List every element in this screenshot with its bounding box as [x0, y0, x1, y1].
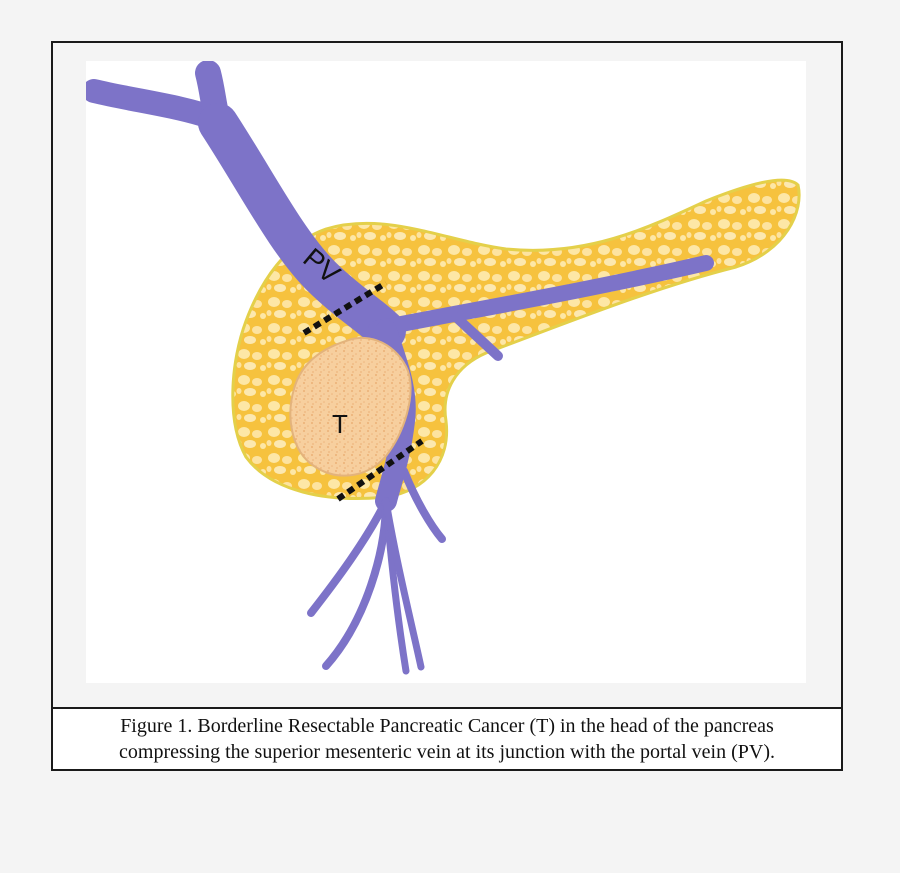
- label-tumor: T: [332, 409, 348, 439]
- splenic-vein: [368, 255, 714, 337]
- pancreas-illustration: PV T: [86, 61, 806, 683]
- caption-line-2: compressing the superior mesenteric vein…: [119, 741, 775, 763]
- upper-resection-line: [302, 280, 388, 336]
- caption-line-1: Figure 1. Borderline Resectable Pancreat…: [120, 715, 774, 737]
- left-portal-branch: [86, 79, 228, 131]
- smv-branch-5: [400, 467, 446, 543]
- figure-caption: Figure 1. Borderline Resectable Pancreat…: [53, 707, 841, 769]
- pancreas-diagram: PV T: [86, 61, 801, 675]
- smv-branch-1: [307, 497, 390, 617]
- portal-vein: [198, 103, 406, 351]
- figure-frame: PV T Figure 1. Borderline Resectable Pan…: [51, 41, 843, 771]
- smv-branch-4: [382, 497, 425, 671]
- lower-resection-line: [336, 438, 424, 502]
- vein-system: [86, 61, 714, 675]
- vein-side-branch: [451, 312, 503, 361]
- tumor: [289, 336, 412, 477]
